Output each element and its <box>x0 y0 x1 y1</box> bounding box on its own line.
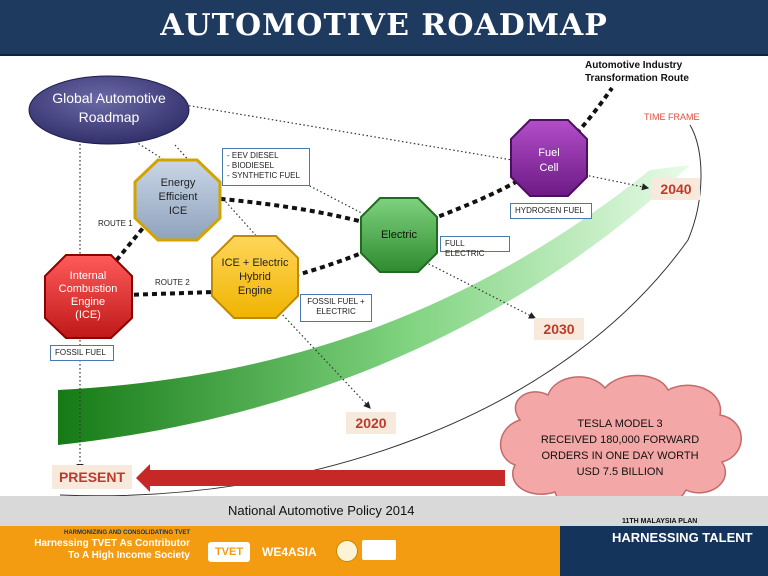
tesla-line3: ORDERS IN ONE DAY WORTH <box>541 450 699 462</box>
hybrid-octagon <box>211 235 299 319</box>
tesla-line1: TESLA MODEL 3 <box>577 418 663 430</box>
fuel-type-3: - SYNTHETIC FUEL <box>227 171 300 180</box>
footer-line2: To A High Income Society <box>68 550 190 561</box>
fossil-electric-line2: ELECTRIC <box>316 307 356 316</box>
electric-label: Electric <box>380 229 418 241</box>
timeline-band <box>58 165 690 445</box>
tesla-text: TESLA MODEL 3 RECEIVED 180,000 FORWARD O… <box>520 416 720 480</box>
ice-octagon <box>44 254 133 339</box>
electric-octagon <box>360 197 438 273</box>
global-roadmap-ellipse <box>28 75 190 145</box>
fossil-electric-line1: FOSSIL FUEL + <box>307 297 365 306</box>
transformation-route-label: Automotive Industry Transformation Route <box>585 59 725 85</box>
route-1-label: ROUTE 1 <box>98 219 133 228</box>
policy-band <box>0 496 768 526</box>
harnessing-talent-label: HARNESSING TALENT <box>612 530 753 545</box>
partner-logo <box>362 540 396 560</box>
hydrogen-fuel-box: HYDROGEN FUEL <box>510 203 592 219</box>
energy-efficient-line3: ICE <box>168 205 188 217</box>
energy-efficient-line1: Energy <box>160 177 196 189</box>
fuel-type-1: - EEV DIESEL <box>227 151 279 160</box>
fossil-electric-box: FOSSIL FUEL + ELECTRIC <box>300 294 372 322</box>
crest-logo <box>336 540 358 562</box>
fuel-cell-octagon <box>510 119 588 197</box>
we4asia-logo: WE4ASIA <box>262 545 317 559</box>
energy-efficient-octagon <box>133 158 222 242</box>
fuel-cell-line1: Fuel <box>538 147 560 159</box>
time-frame-label: TIME FRAME <box>644 112 700 122</box>
footer-small-text: HARMONIZING AND CONSOLIDATING TVET <box>64 530 190 536</box>
policy-label: National Automotive Policy 2014 <box>228 503 415 518</box>
transformation-route-line2: Transformation Route <box>585 73 689 84</box>
ice-line2: Combustion <box>58 283 118 295</box>
route-2-label: ROUTE 2 <box>155 278 190 287</box>
ice-label: Internal Combustion Engine (ICE) <box>46 270 130 322</box>
fuel-type-2: - BIODIESEL <box>227 161 275 170</box>
energy-efficient-line2: Efficient <box>158 191 198 203</box>
fossil-fuel-box: FOSSIL FUEL <box>50 345 114 361</box>
present-label: PRESENT <box>52 465 132 489</box>
fuel-cell-label: Fuel Cell <box>511 146 587 176</box>
ice-line3: Engine <box>70 296 106 308</box>
hybrid-line3: Engine <box>237 285 273 297</box>
global-roadmap-line1: Global Automotive <box>52 90 166 106</box>
footer-tagline: Harnessing TVET As Contributor To A High… <box>4 538 190 562</box>
fuel-types-box: - EEV DIESEL - BIODIESEL - SYNTHETIC FUE… <box>222 148 310 186</box>
year-2040: 2040 <box>652 178 700 200</box>
tvet-logo: TVET <box>208 542 250 562</box>
present-arrow <box>136 464 505 492</box>
year-2030: 2030 <box>534 318 584 340</box>
energy-efficient-label: Energy Efficient ICE <box>140 176 216 218</box>
title-bar <box>0 0 768 56</box>
footer-orange <box>0 526 560 576</box>
ice-line4: (ICE) <box>75 309 101 321</box>
global-roadmap-label: Global Automotive Roadmap <box>35 89 183 127</box>
time-frame-arc <box>59 124 702 497</box>
year-2020: 2020 <box>346 412 396 434</box>
fuel-cell-line2: Cell <box>539 162 559 174</box>
footer-line1: Harnessing TVET As Contributor <box>34 538 190 549</box>
global-roadmap-line2: Roadmap <box>78 109 140 125</box>
transformation-route-line1: Automotive Industry <box>585 60 683 71</box>
malaysia-plan-label: 11TH MALAYSIA PLAN <box>622 518 698 525</box>
slide-title: AUTOMOTIVE ROADMAP <box>160 8 608 43</box>
ice-line1: Internal <box>69 270 107 282</box>
hybrid-line2: Hybrid <box>239 271 271 283</box>
hybrid-line1: ICE + Electric <box>221 257 289 269</box>
tesla-line2: RECEIVED 180,000 FORWARD <box>540 434 700 446</box>
tesla-line4: USD 7.5 BILLION <box>576 466 664 478</box>
hybrid-label: ICE + Electric Hybrid Engine <box>212 256 298 298</box>
tesla-cloud <box>499 374 742 510</box>
full-electric-box: FULL ELECTRIC <box>440 236 510 258</box>
